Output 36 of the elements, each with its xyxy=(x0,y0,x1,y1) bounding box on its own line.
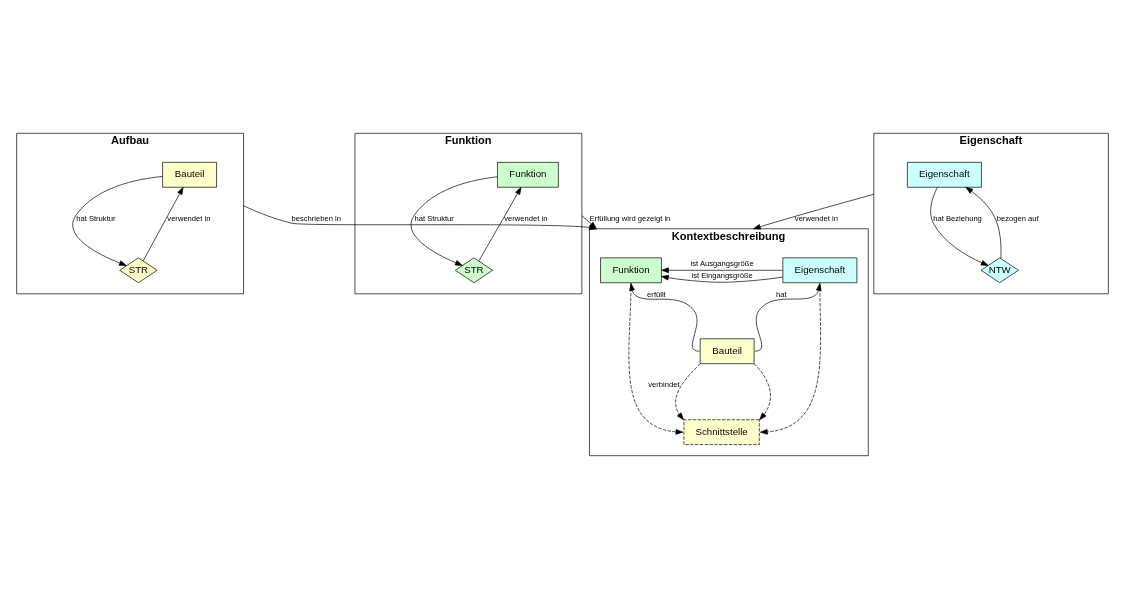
edge-label: ist Ausgangsgröße xyxy=(690,259,754,268)
arrow xyxy=(753,193,875,230)
arrow xyxy=(661,274,784,283)
edge-label: erfüllt xyxy=(647,290,666,300)
node-box: Bauteil xyxy=(699,338,755,365)
node-box: Funktion xyxy=(497,162,559,188)
edge-label: ist Eingangsgröße xyxy=(691,271,753,281)
node-box: Eigenschaft xyxy=(907,162,982,188)
arrow xyxy=(410,176,498,266)
arrow xyxy=(478,187,522,262)
arrow xyxy=(965,187,1002,259)
arrow xyxy=(628,283,684,435)
edge-label: hat Beziehung xyxy=(933,214,982,224)
arrow xyxy=(760,283,821,435)
edge-label: hat Struktur xyxy=(76,214,116,224)
edge-label: Erfüllung wird gezeigt in xyxy=(589,214,671,224)
edge-label: beschrieben in xyxy=(291,214,341,224)
node-box: Funktion xyxy=(600,257,662,284)
edge-label: verwendet in xyxy=(794,214,838,224)
arrow xyxy=(754,283,822,352)
node-box: Eigenschaft xyxy=(782,257,858,284)
edge-label: verwendet in xyxy=(504,214,548,224)
edge-label: verwendet in xyxy=(167,214,211,224)
arrow xyxy=(72,176,163,266)
edge-label: hat Struktur xyxy=(414,214,454,224)
node-box: Bauteil xyxy=(162,162,217,188)
node-box: Schnittstelle xyxy=(683,419,760,445)
edge-label: hat xyxy=(775,289,787,299)
arrow xyxy=(661,267,783,274)
arrow xyxy=(629,283,700,352)
arrow xyxy=(930,187,989,266)
arrow xyxy=(142,187,184,262)
edge-label: verbindet xyxy=(648,379,680,389)
edge-label: bezogen auf xyxy=(996,214,1039,224)
arrow xyxy=(753,363,771,421)
arrow xyxy=(675,363,701,421)
